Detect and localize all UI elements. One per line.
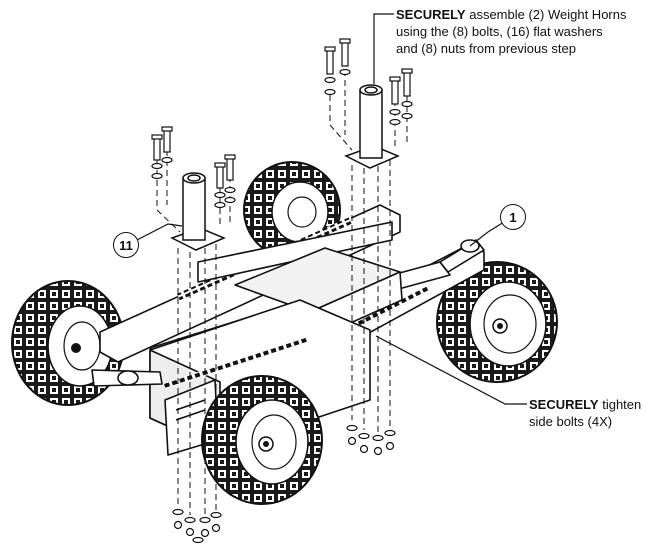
note-top-bold: SECURELY bbox=[396, 7, 466, 22]
alignment-lines bbox=[156, 60, 408, 515]
weight-horn-left bbox=[170, 172, 226, 251]
part-number-frame: 1 bbox=[500, 204, 526, 230]
weight-horn-right bbox=[344, 84, 400, 169]
note-top-line3: and (8) nuts from previous step bbox=[396, 41, 576, 56]
note-bottom-line1: tighten bbox=[598, 397, 642, 412]
note-top-line1: assemble (2) Weight Horns bbox=[465, 7, 627, 22]
washers-top bbox=[151, 68, 413, 209]
leader-lines bbox=[136, 13, 527, 405]
bolts-top bbox=[151, 38, 413, 189]
note-bottom-line2: side bolts (4X) bbox=[529, 414, 613, 429]
assembly-note-top: SECURELY assemble (2) Weight Horns using… bbox=[396, 6, 626, 57]
nuts-bottom bbox=[172, 424, 396, 544]
wheel-rear-right bbox=[436, 261, 558, 383]
part-number-horn: 11 bbox=[113, 232, 139, 258]
wheel-front-right bbox=[201, 375, 323, 505]
wheel-rear-left bbox=[243, 161, 341, 259]
assembly-note-bottom: SECURELY tighten side bolts (4X) bbox=[529, 396, 641, 430]
note-top-line2: using the (8) bolts, (16) flat washers bbox=[396, 24, 603, 39]
note-bottom-bold: SECURELY bbox=[529, 397, 599, 412]
